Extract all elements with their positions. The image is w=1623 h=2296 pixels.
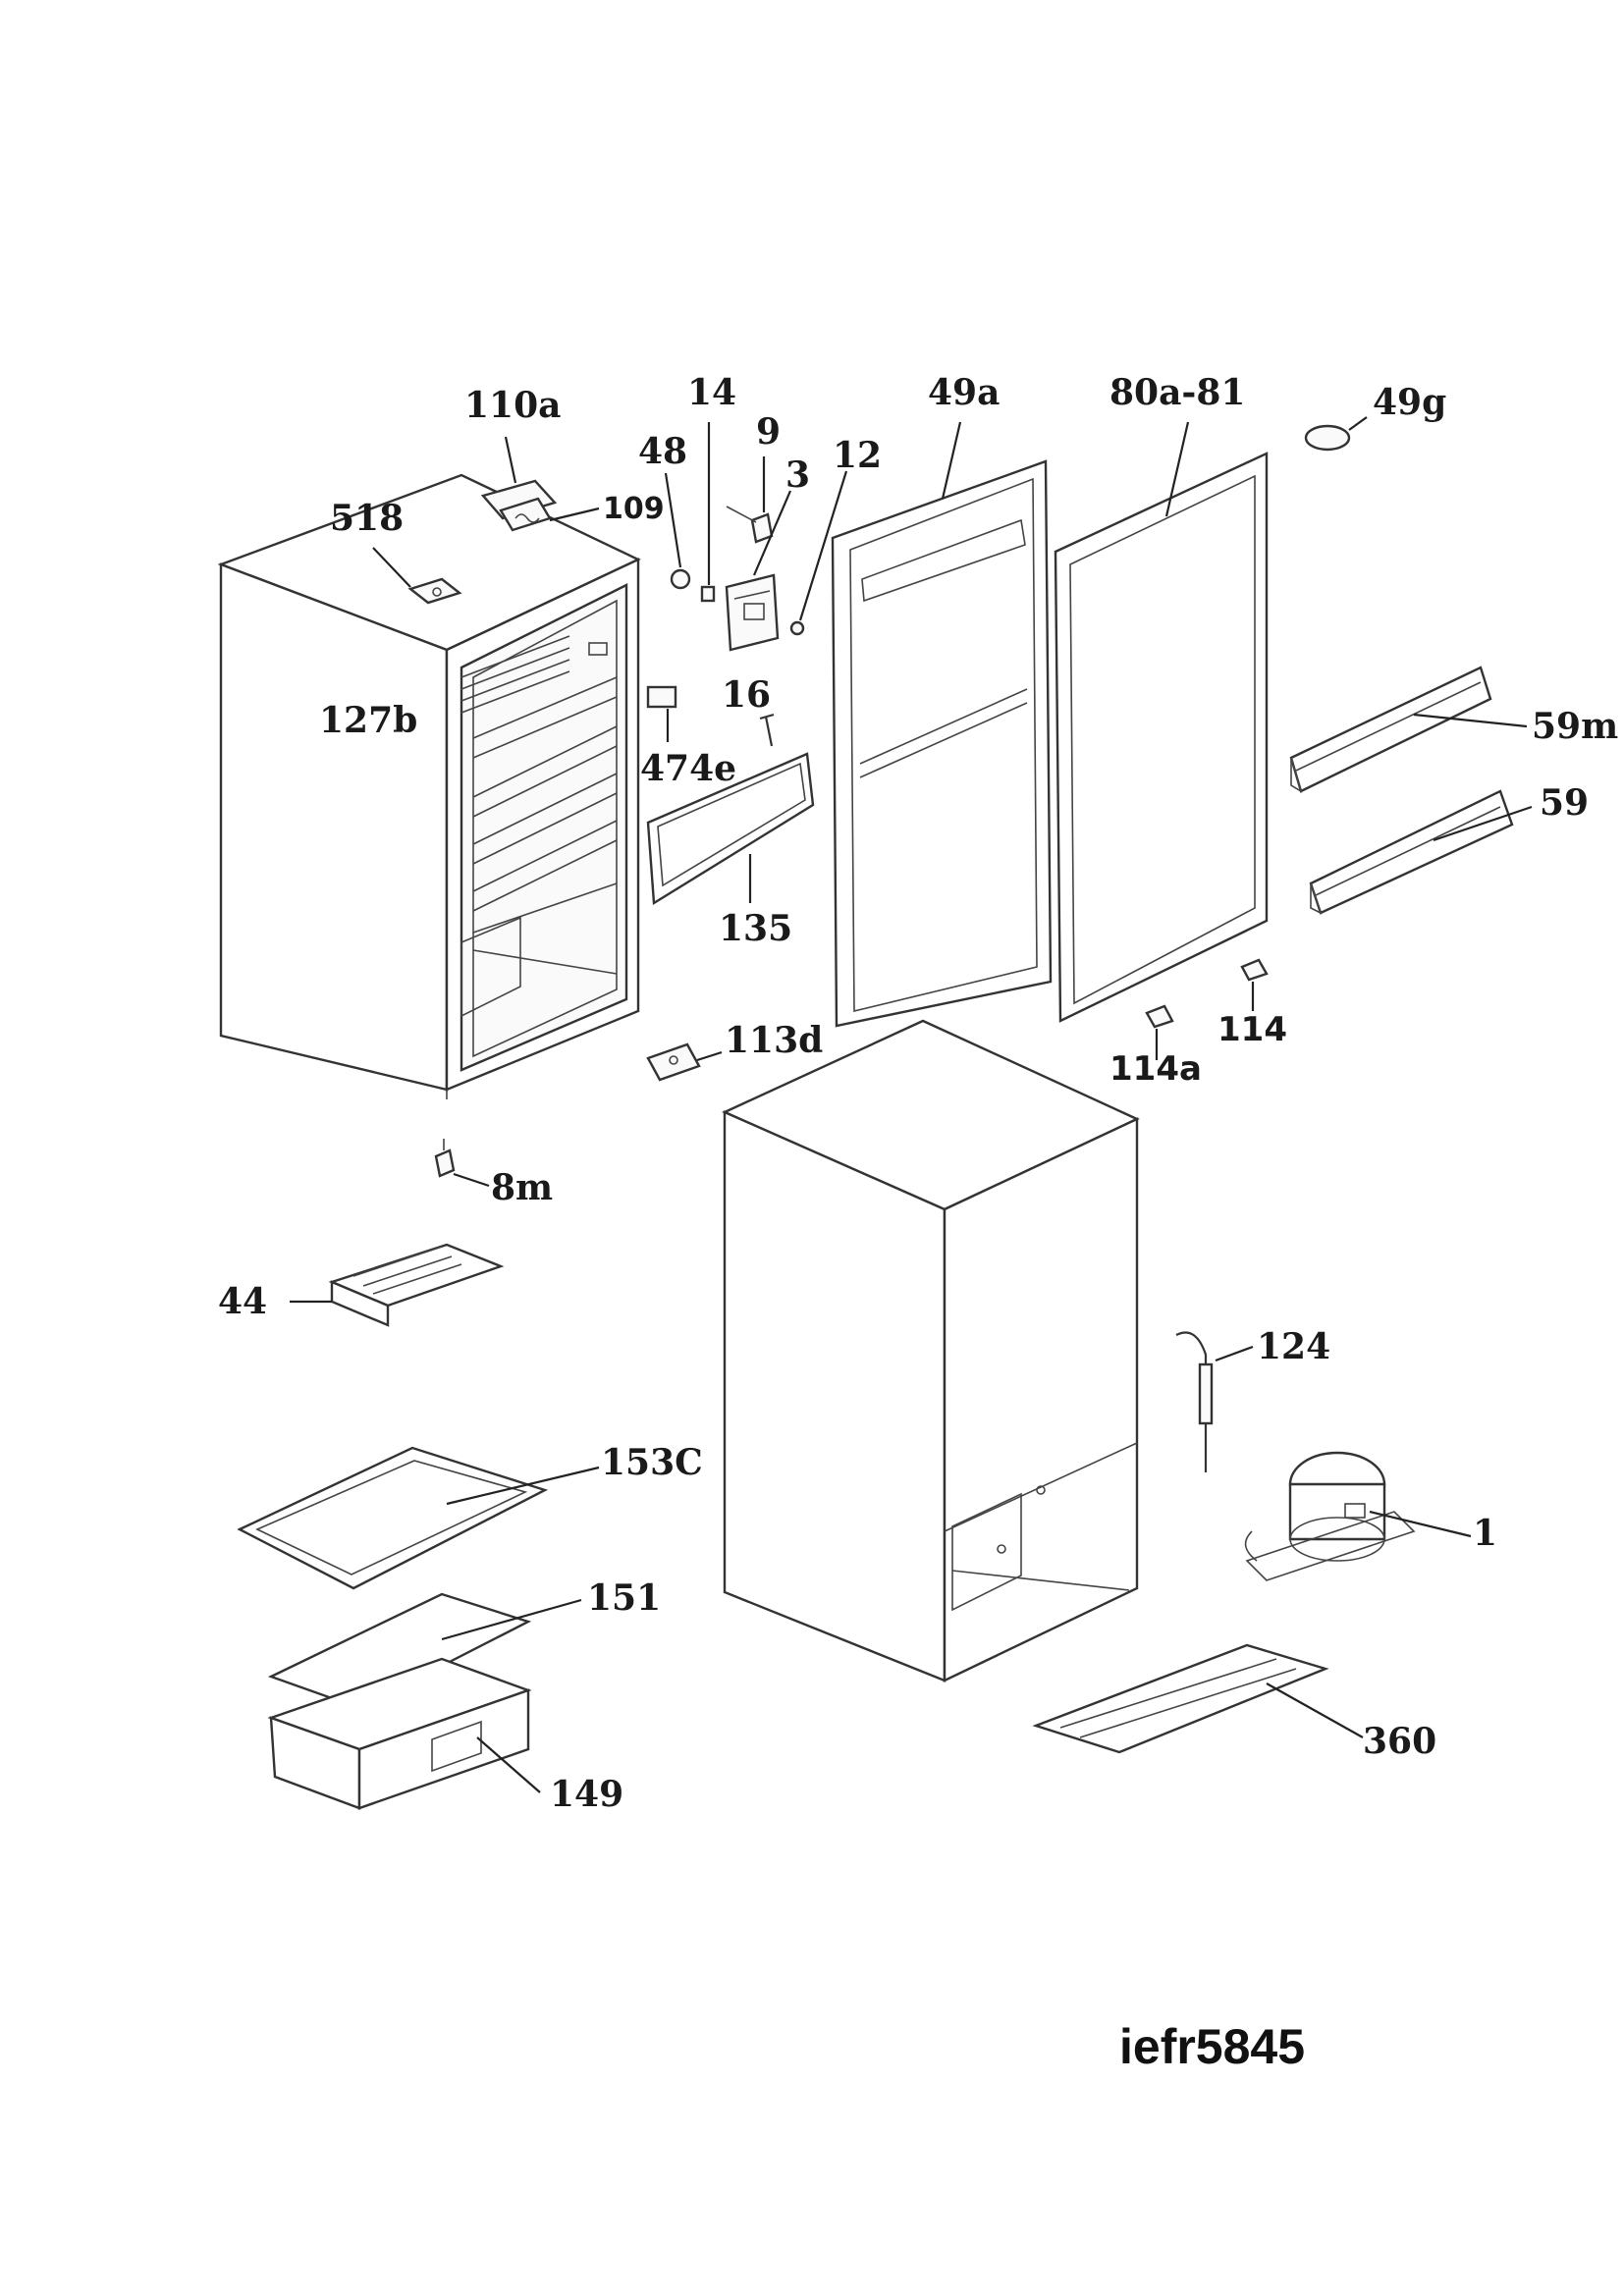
callout-360: 360 [1363, 1721, 1436, 1762]
freezer-door-flap [646, 752, 815, 906]
callout-9: 9 [756, 411, 781, 453]
leveling-foot [434, 1139, 490, 1188]
callout-474e: 474e [640, 748, 736, 789]
part-49g [1304, 416, 1368, 452]
door-gasket [1054, 421, 1269, 1023]
callout-59: 59 [1540, 782, 1589, 824]
door-pins [1145, 958, 1269, 1060]
callout-59m: 59m [1532, 706, 1618, 747]
thermostat-parts [646, 422, 848, 747]
callout-3: 3 [785, 454, 810, 496]
callout-labels: 110a 14 49a 80a-81 49g 9 48 12 3 518 109… [218, 372, 1618, 1815]
callout-80a-81: 80a-81 [1109, 372, 1245, 413]
callout-149: 149 [550, 1774, 623, 1815]
callout-124: 124 [1257, 1326, 1330, 1367]
callout-114a: 114a [1109, 1049, 1202, 1089]
compressor [1244, 1451, 1472, 1581]
callout-114: 114 [1217, 1010, 1287, 1049]
callout-48: 48 [638, 431, 687, 472]
door-49a [831, 421, 1053, 1028]
outer-cabinet [722, 1019, 1140, 1682]
bottom-hinge [646, 1042, 723, 1082]
capillary-tube [1175, 1331, 1254, 1472]
callout-1: 1 [1473, 1513, 1497, 1554]
callout-153c: 153C [601, 1442, 703, 1483]
callout-109: 109 [603, 492, 665, 526]
callout-518: 518 [330, 498, 404, 539]
callout-151: 151 [587, 1577, 661, 1619]
callout-113d: 113d [725, 1020, 823, 1061]
model-number: iefr5845 [1119, 2019, 1305, 2074]
crisper-drawer [267, 1657, 541, 1810]
callout-44: 44 [218, 1281, 267, 1322]
glass-shelf [237, 1446, 600, 1590]
base-plate [1032, 1643, 1364, 1754]
top-hinge-parts [372, 436, 600, 588]
callout-127b: 127b [319, 700, 417, 741]
cabinet-body [217, 473, 641, 1099]
callout-135: 135 [719, 908, 792, 949]
callout-14: 14 [687, 372, 736, 413]
callout-16: 16 [722, 674, 771, 716]
callout-8m: 8m [491, 1167, 553, 1208]
callout-49g: 49g [1373, 382, 1446, 423]
door-shelves [1289, 666, 1533, 915]
callout-110a: 110a [464, 385, 561, 426]
callout-49a: 49a [928, 372, 1000, 413]
callout-12: 12 [833, 435, 882, 476]
part-44 [290, 1243, 505, 1327]
